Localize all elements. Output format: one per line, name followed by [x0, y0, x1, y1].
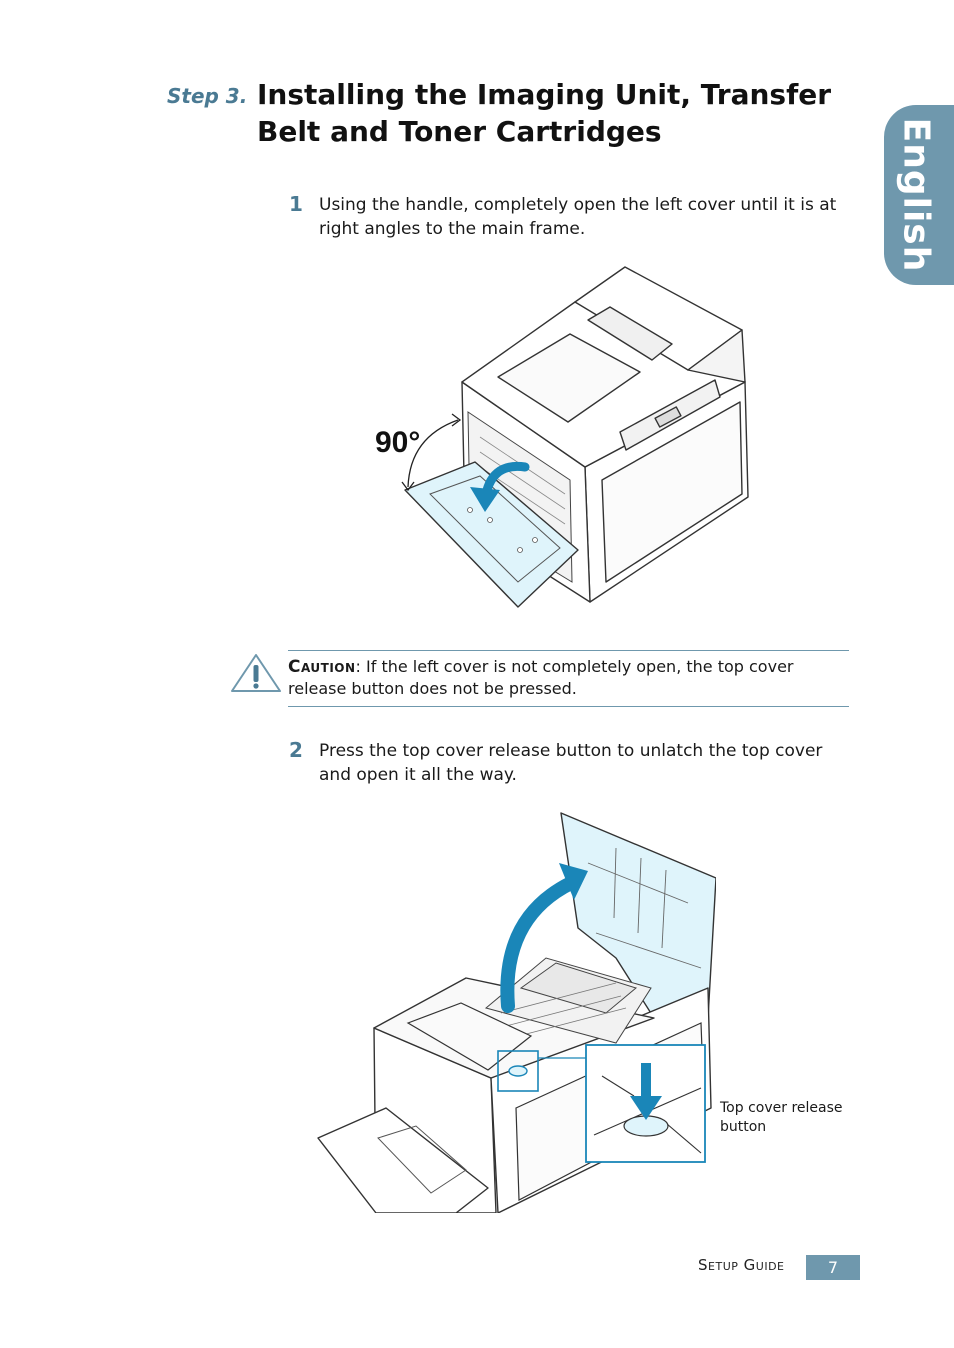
caution-heading: Caution — [288, 657, 356, 677]
step-1-number: 1 — [289, 192, 303, 216]
warning-exclamation-icon — [231, 654, 281, 692]
footer-guide-label: Setup Guide — [698, 1256, 785, 1274]
caution-top-rule — [288, 650, 849, 651]
step-2-text: Press the top cover release button to un… — [319, 741, 823, 785]
language-tab: English — [884, 105, 954, 285]
step-label: Step 3. — [167, 84, 248, 108]
caution-text: : If the left cover is not completely op… — [288, 657, 794, 698]
angle-label: 90° — [375, 426, 420, 459]
page-number: 7 — [806, 1255, 860, 1280]
printer-top-cover-open-illustration — [317, 812, 716, 1213]
step-1-text: Using the handle, completely open the le… — [319, 195, 837, 239]
language-tab-label: English — [895, 117, 937, 273]
caution-note: Caution: If the left cover is not comple… — [288, 656, 848, 699]
top-cover-release-callout: Top cover release button — [720, 1100, 843, 1135]
printer-left-cover-open-illustration: 90° — [375, 266, 749, 608]
caution-bottom-rule — [288, 706, 849, 707]
page-title: Installing the Imaging Unit, Transfer Be… — [257, 78, 832, 148]
step-2-number: 2 — [289, 738, 303, 762]
